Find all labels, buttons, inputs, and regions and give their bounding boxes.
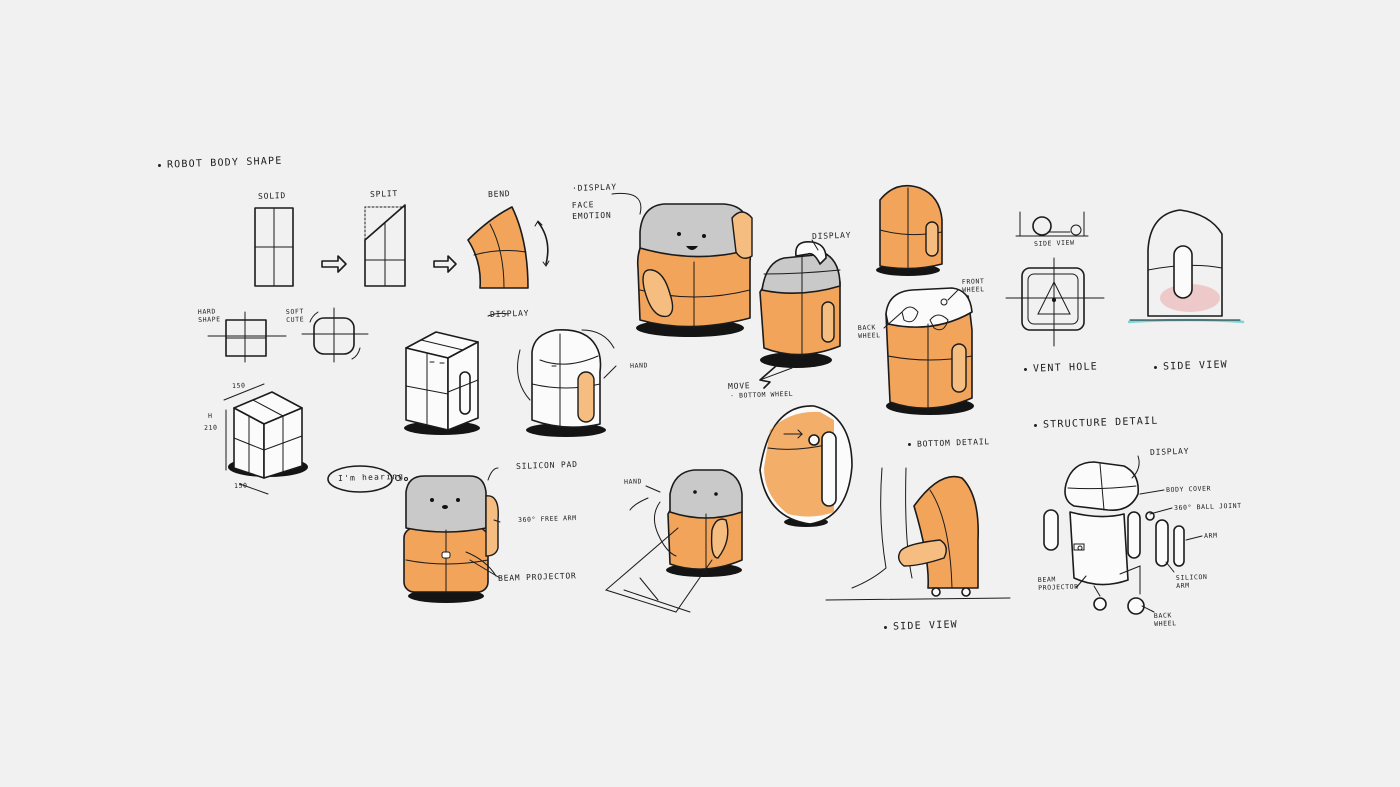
soft-cute-label: Soft Cute [285, 307, 305, 324]
split-label: Split [369, 189, 399, 199]
bend-label: Bend [487, 189, 511, 199]
move-label: Move [727, 381, 751, 391]
display-face-text: Display [577, 182, 618, 193]
display-label-1: Display [489, 308, 530, 319]
bullet-icon-3 [883, 625, 888, 629]
small-side-view-sketch [1015, 211, 1089, 237]
front-wheel-label: Front wheel [961, 277, 985, 294]
dim-150-top-label: 150 [231, 381, 246, 390]
bullet-icon-5 [1153, 365, 1158, 369]
hooded-shape-sketch [876, 184, 943, 276]
body-cover-label: Body cover [1165, 484, 1212, 494]
hand-label-2: Hand [623, 477, 643, 486]
cube-dimensions-sketch [223, 383, 308, 495]
bullet-icon-2 [907, 442, 912, 446]
face-robot-sketch [611, 192, 753, 337]
side-view-bent-sketch [1127, 209, 1245, 324]
hard-shape-label: Hard Shape [197, 307, 221, 324]
display-face-label: ·Display [571, 182, 618, 193]
arm-label: Arm [1203, 531, 1218, 540]
face-emotion-label: Face emotion [571, 200, 612, 221]
wheel-robot-sketch [885, 287, 974, 415]
solid-label: Solid [257, 191, 287, 201]
block-robot-sketch [404, 331, 480, 435]
vent-hole-text: Vent hole [1032, 361, 1099, 375]
silicon-arm-label: Silicon arm [1175, 572, 1208, 590]
display-label-2: Display [811, 230, 852, 241]
leader-lines [469, 239, 1203, 613]
dim-h-label: H [207, 411, 213, 420]
solid-block-sketch [254, 207, 294, 287]
bullet-icon-4 [1023, 367, 1028, 371]
speech-bubble [327, 465, 408, 493]
display-flip-robot-sketch [759, 240, 841, 389]
display-label-3: Display [1149, 446, 1190, 457]
side-view-small-label: Side view [1033, 238, 1075, 248]
rounded-robot-sketch [517, 329, 615, 437]
bend-block-sketch [467, 206, 550, 289]
soft-shape-diagram [301, 307, 369, 363]
beam-projector-label-2: Beam projector [1037, 575, 1079, 592]
detail-circle [759, 405, 853, 527]
side-view-leg-sketch [825, 467, 1011, 601]
hand-label-1: Hand [629, 361, 649, 370]
hard-shape-diagram [207, 311, 287, 363]
hand-robot-sketch [604, 469, 743, 613]
dim-210-label: 210 [203, 423, 218, 432]
back-wheel-label-2: Back wheel [1153, 611, 1177, 628]
split-block-sketch [364, 204, 406, 287]
dim-150-bottom-label: 150 [233, 481, 248, 490]
bullet-icon-6 [1033, 423, 1038, 427]
side-view-text-2: Side view [1162, 359, 1229, 373]
back-wheel-label: Back wheel [857, 323, 881, 340]
arrow-icon [321, 255, 347, 273]
vent-hole-sketch [1005, 257, 1105, 347]
arrow-icon-2 [433, 255, 457, 273]
bullet-icon [157, 163, 162, 167]
side-view-text-1: Side view [892, 619, 959, 633]
projector-robot-sketch [403, 467, 499, 603]
structure-exploded-sketch [1043, 461, 1185, 615]
